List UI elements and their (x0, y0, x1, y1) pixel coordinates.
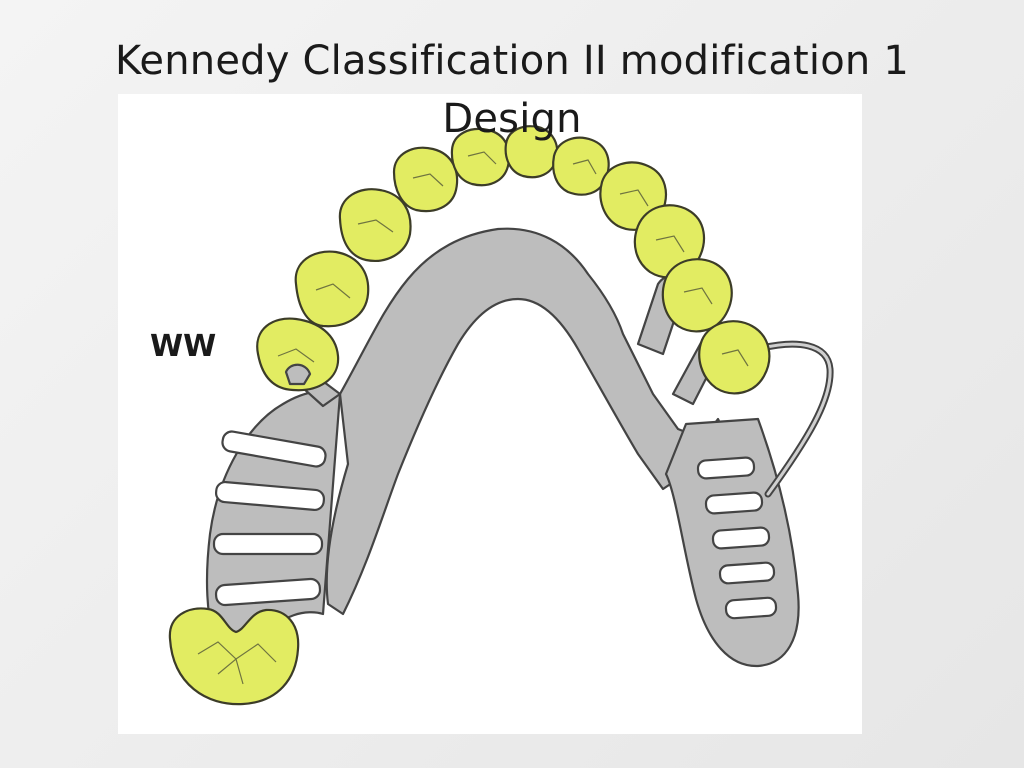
tooth (661, 258, 733, 333)
groove (467, 151, 497, 165)
retention-slot (212, 532, 324, 556)
partial-denture-diagram: WW (150, 125, 834, 706)
tooth-arch (168, 125, 771, 706)
groove (655, 235, 685, 253)
tooth (338, 188, 412, 262)
groove (217, 657, 244, 685)
retention-slot (711, 526, 771, 550)
groove (357, 219, 394, 233)
rest-seat (284, 363, 312, 386)
tooth (256, 317, 340, 392)
tooth (450, 127, 511, 187)
retention-slot (718, 561, 776, 585)
retention-slot (724, 596, 778, 620)
retention-slot (704, 491, 764, 515)
slide-title-line-2: Design (442, 96, 582, 142)
label-ww: WW (150, 329, 216, 364)
tooth (294, 250, 370, 328)
tooth (392, 146, 459, 213)
retention-slot (214, 577, 322, 607)
groove (572, 159, 597, 175)
groove (683, 287, 713, 305)
retention-slot (221, 430, 327, 468)
tooth (698, 320, 771, 395)
groove (412, 173, 444, 187)
major-connector (325, 227, 732, 616)
slide-title-line-1: Kennedy Classification II modification 1 (114, 38, 910, 84)
retention-slot (696, 456, 756, 480)
tooth-grooves (197, 151, 749, 685)
figure-panel: WW (118, 94, 862, 734)
wrought-wire-clasp-highlight (756, 342, 832, 496)
groove (277, 348, 315, 363)
slide-title: Kennedy Classification II modification 1… (0, 32, 1024, 148)
groove (315, 283, 351, 299)
groove (619, 189, 649, 207)
retention-slot (214, 480, 326, 512)
groove (721, 349, 749, 367)
tooth (168, 607, 300, 706)
